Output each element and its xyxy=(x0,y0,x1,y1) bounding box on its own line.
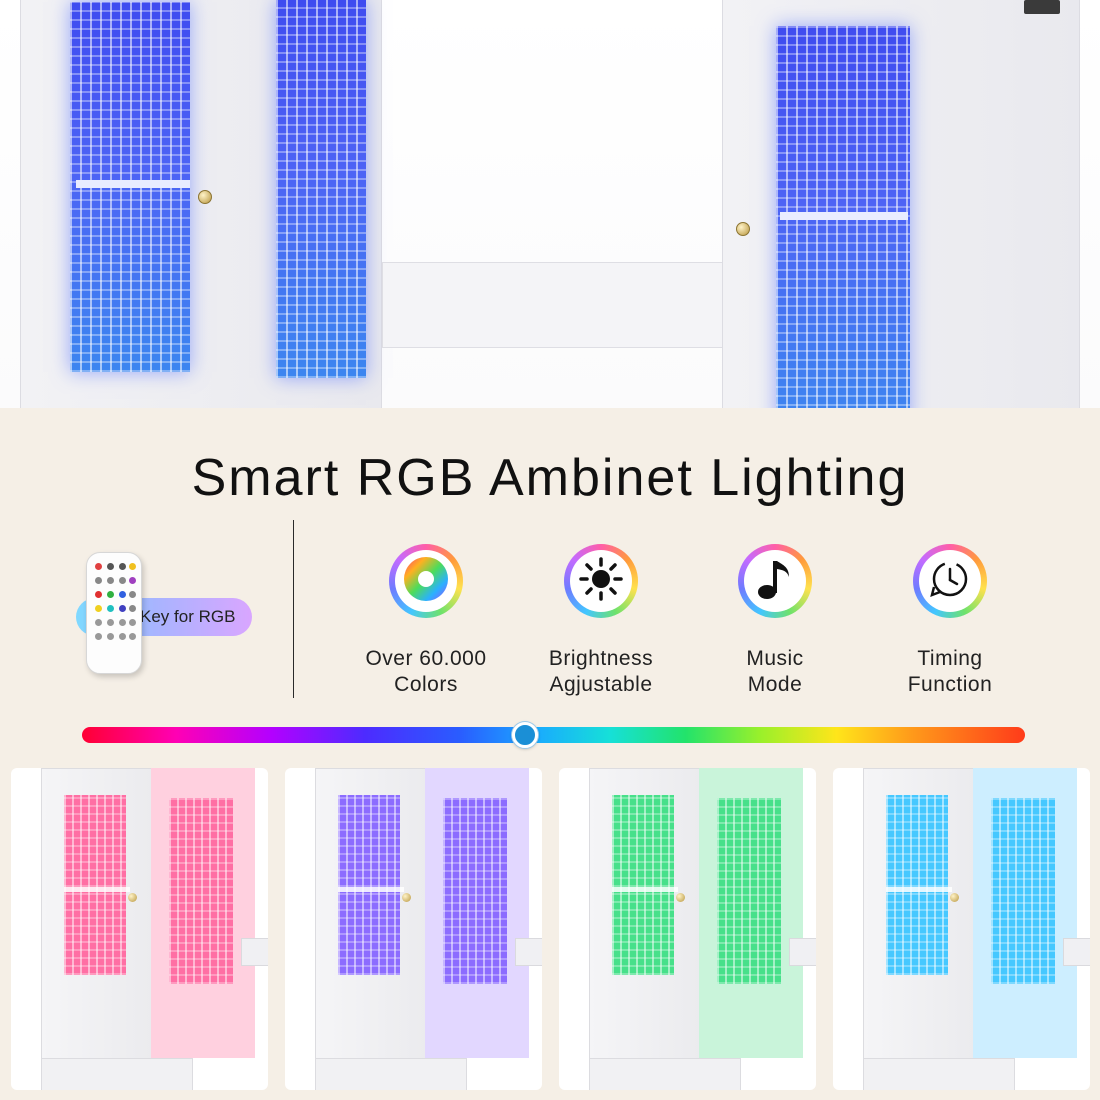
remote-button xyxy=(129,577,136,584)
sun-brightness-icon xyxy=(579,556,623,606)
desk-arm xyxy=(515,938,542,966)
music-note-icon xyxy=(755,557,795,606)
cabinet-front xyxy=(863,768,975,1060)
remote-button xyxy=(95,577,102,584)
remote-button xyxy=(119,577,126,584)
cabinet-base xyxy=(589,1058,741,1090)
cabinet-door-glass xyxy=(64,795,126,975)
left-door-knob xyxy=(198,190,212,204)
door-knob xyxy=(128,893,137,902)
cabinet-front xyxy=(41,768,153,1060)
remote-button xyxy=(107,619,114,626)
remote-button xyxy=(119,591,126,598)
cabinet-door-glass xyxy=(612,795,674,975)
remote-button xyxy=(119,619,126,626)
feature-brightness: Brightness Agjustable xyxy=(521,544,681,698)
cabinet-shelf xyxy=(338,887,404,892)
product-hero-photo xyxy=(0,0,1100,408)
remote-button xyxy=(119,605,126,612)
lighting-tile-pink xyxy=(11,768,268,1090)
cabinet-side-glass xyxy=(717,798,781,984)
remote-button xyxy=(129,563,136,570)
cabinet-base xyxy=(863,1058,1015,1090)
door-knob xyxy=(950,893,959,902)
desk-arm xyxy=(1063,938,1090,966)
remote-button xyxy=(129,619,136,626)
feature-icon-ring xyxy=(738,544,812,618)
cabinet-shelf xyxy=(64,887,130,892)
cabinet-shelf xyxy=(612,887,678,892)
remote-button xyxy=(107,605,114,612)
cabinet-side-panel xyxy=(973,768,1077,1058)
desk-arm xyxy=(241,938,268,966)
remote-power-button xyxy=(95,563,102,570)
lighting-tile-cyan xyxy=(833,768,1090,1090)
feature-label: Timing Function xyxy=(907,647,993,696)
right-door-knob xyxy=(736,222,750,236)
desk-arm xyxy=(789,938,816,966)
remote-control-block: Key for RGB xyxy=(76,548,276,678)
cabinet-side-panel xyxy=(425,768,529,1058)
cabinet-side-glass xyxy=(443,798,507,984)
section-divider xyxy=(293,520,294,698)
door-knob xyxy=(676,893,685,902)
remote-button xyxy=(107,633,114,640)
color-wheel-icon xyxy=(402,555,450,608)
cabinet-side-glass xyxy=(991,798,1055,984)
cabinet-door-glass xyxy=(886,795,948,975)
remote-button xyxy=(95,619,102,626)
door-knob xyxy=(402,893,411,902)
cabinet-shelf xyxy=(886,887,952,892)
feature-label: Over 60.000 Colors xyxy=(365,647,487,696)
remote-button xyxy=(119,563,126,570)
remote-control-icon xyxy=(86,552,142,674)
cabinet-door-glass xyxy=(338,795,400,975)
rgb-color-slider-thumb[interactable] xyxy=(512,722,538,748)
cabinet-front xyxy=(589,768,701,1060)
lighting-tile-purple xyxy=(285,768,542,1090)
cabinet-side-panel xyxy=(151,768,255,1058)
page-title: Smart RGB Ambinet Lighting xyxy=(191,449,909,507)
feature-music: Music Mode xyxy=(695,544,855,698)
cabinet-side-panel xyxy=(699,768,803,1058)
remote-button xyxy=(129,591,136,598)
desk-connecting-rail xyxy=(382,262,724,348)
left-cabinet-side-glass xyxy=(276,0,366,378)
remote-button xyxy=(107,563,114,570)
rgb-color-slider-track[interactable] xyxy=(82,727,1025,743)
lighting-tile-green xyxy=(559,768,816,1090)
feature-timing: Timing Function xyxy=(870,544,1030,698)
right-cabinet-shelf xyxy=(780,212,908,220)
feature-icon-ring xyxy=(913,544,987,618)
feature-icon-ring xyxy=(564,544,638,618)
timer-clock-icon xyxy=(928,557,972,606)
feature-label: Music Mode xyxy=(746,647,804,696)
remote-button xyxy=(95,591,102,598)
feature-icon-ring xyxy=(389,544,463,618)
remote-button xyxy=(129,633,136,640)
remote-button xyxy=(129,605,136,612)
feature-colors: Over 60.000 Colors xyxy=(346,544,506,698)
feature-label: Brightness Agjustable xyxy=(548,647,654,696)
cabinet-side-glass xyxy=(169,798,233,984)
remote-button xyxy=(107,591,114,598)
remote-button xyxy=(95,633,102,640)
cabinet-front xyxy=(315,768,427,1060)
left-cabinet-shelf xyxy=(76,180,190,188)
cabinet-base xyxy=(41,1058,193,1090)
remote-button xyxy=(107,577,114,584)
remote-button xyxy=(95,605,102,612)
key-for-rgb-label: Key for RGB xyxy=(140,607,236,626)
remote-button xyxy=(119,633,126,640)
power-socket xyxy=(1024,0,1060,14)
cabinet-base xyxy=(315,1058,467,1090)
